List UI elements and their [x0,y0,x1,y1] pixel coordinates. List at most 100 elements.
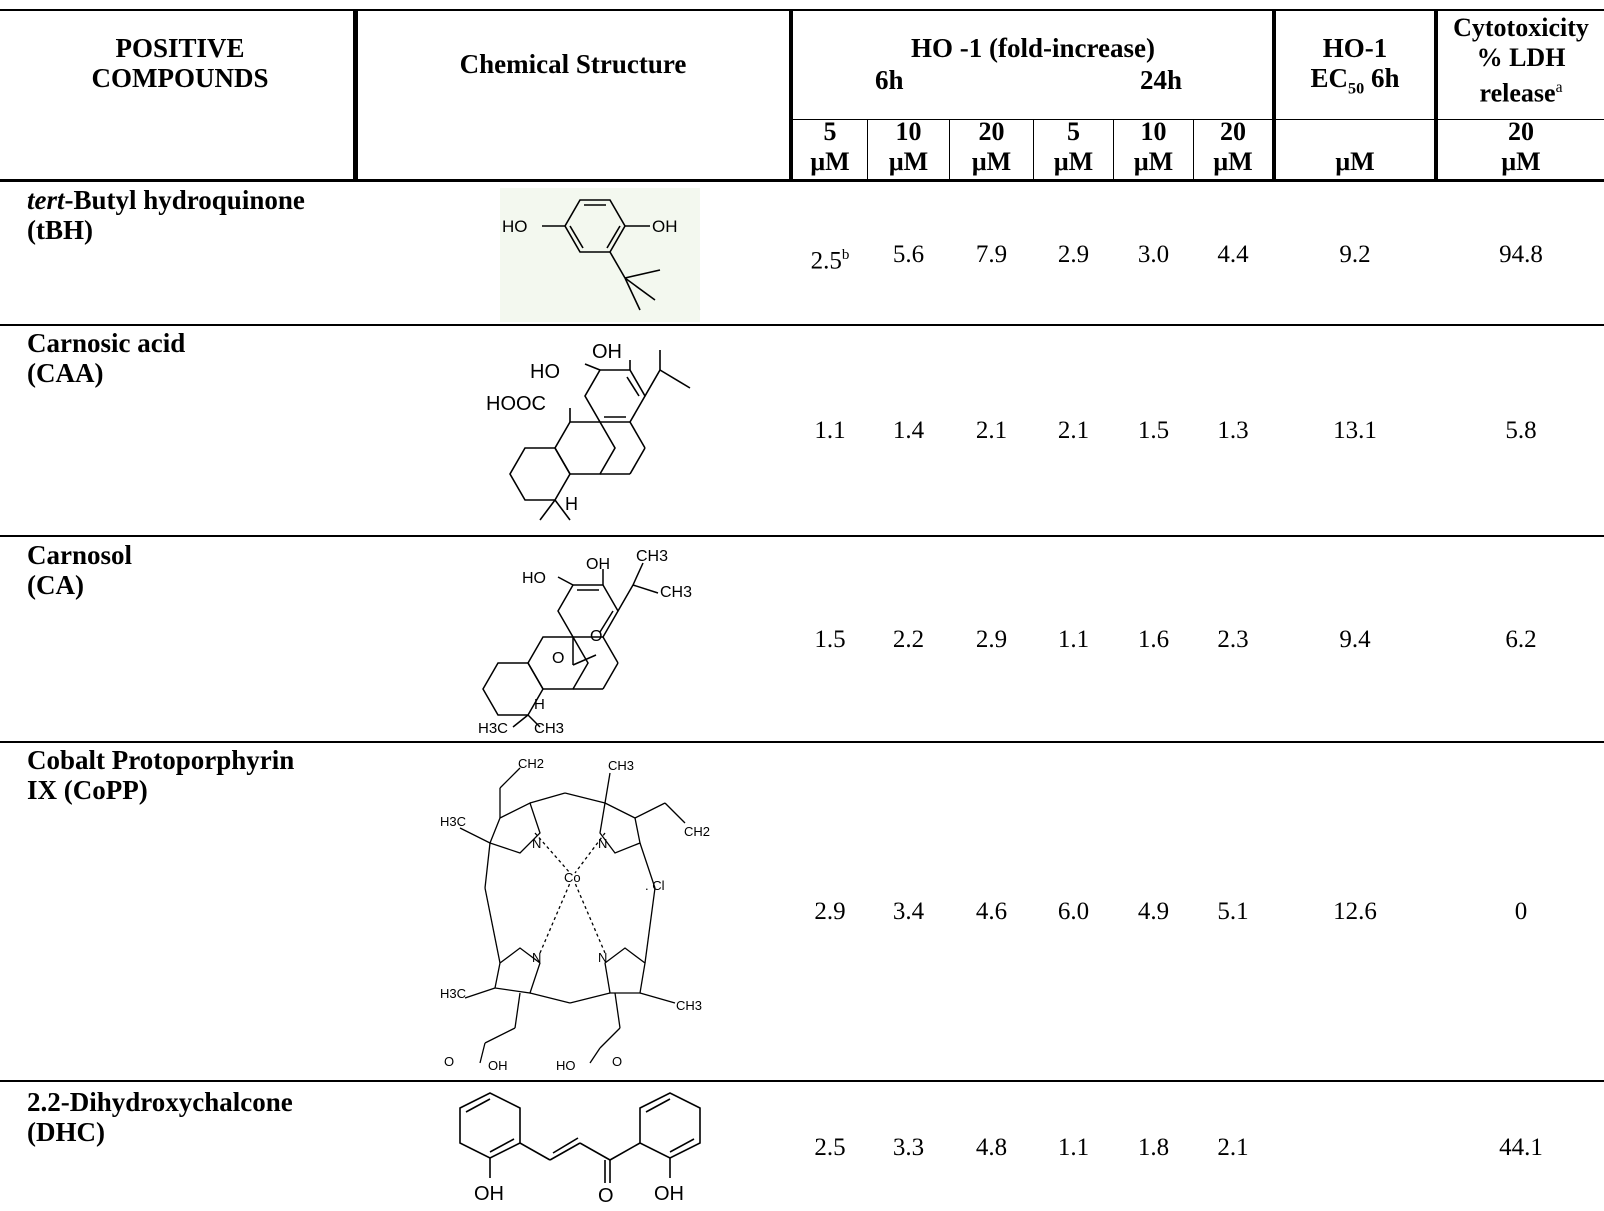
structure-caa: OH HO HOOC H [480,330,720,530]
value-ec50: 9.4 [1339,626,1371,653]
atom-label: . Cl [645,878,665,893]
header-compounds-line2: COMPOUNDS [91,63,269,93]
atom-label: H3C [478,720,508,737]
value-6h-10um: 5.6 [892,241,925,268]
conc-value: 20 [978,117,1005,146]
value-24h-5um: 2.9 [1057,241,1090,268]
atom-label: H [534,696,545,713]
atom-label: O [590,628,602,645]
value-24h-5um: 1.1 [1057,626,1090,653]
value-6h-10um: 3.3 [892,1134,925,1161]
structure-tbh: HO OH [500,188,700,322]
rule-row3 [0,741,1604,743]
value-24h-10um: 1.6 [1137,626,1170,653]
conc-unit: μM [1133,147,1174,176]
ec50-unit: μM [1335,147,1375,176]
header-ec50-line1: HO-1 [1322,33,1388,63]
value-6h-5um: 1.1 [814,417,846,444]
conc-value: 10 [895,117,922,146]
rule-row2 [0,535,1604,537]
compound-name-line2: (DHC) [27,1117,105,1147]
value-6h-20um: 7.9 [975,241,1008,268]
atom-label: CH3 [636,548,668,565]
compound-name-copp: Cobalt Protoporphyrin IX (CoPP) [27,745,294,805]
atom-label: O [612,1054,622,1069]
value-24h-5um: 1.1 [1057,1134,1090,1161]
compound-name-rest: -Butyl hydroquinone [64,185,305,215]
conc-col-3: 20 μM [950,117,1033,177]
atom-label: H3C [440,986,466,1001]
divider-4 [1434,10,1438,182]
value-ec50: 12.6 [1333,898,1377,925]
compound-name-line1: 2.2-Dihydroxychalcone [27,1087,293,1117]
rule-row4 [0,1080,1604,1082]
atom-label: N [598,950,607,965]
conc-unit: μM [971,147,1012,176]
divider-sub-1 [867,120,868,180]
conc-col-4: 5 μM [1034,117,1113,177]
compound-name-line1: Carnosol [27,540,133,570]
value-6h-20um: 2.1 [975,417,1008,444]
compound-name-dhc: 2.2-Dihydroxychalcone (DHC) [27,1087,293,1147]
value-6h-10um: 3.4 [892,898,925,925]
value-24h-10um: 4.9 [1137,898,1170,925]
compound-name-line2: (CAA) [27,358,104,388]
value-text: 2.5 [810,247,842,275]
compound-name-line2: IX (CoPP) [27,775,148,805]
value-cyto: 6.2 [1505,626,1537,653]
value-cyto: 44.1 [1499,1134,1543,1161]
atom-label: HOOC [486,393,546,415]
compound-name-line1: Carnosic acid [27,328,186,358]
conc-col-2: 10 μM [868,117,949,177]
atom-label: N [598,836,607,851]
compound-name-caa: Carnosic acid (CAA) [27,328,185,388]
value-24h-10um: 1.8 [1137,1134,1170,1161]
header-time-24h: 24h [1140,65,1183,95]
structure-dhc: OH O OH [440,1088,710,1207]
cyto-conc: 20 μM [1438,117,1604,177]
atom-label: HO [502,217,528,236]
value-6h-10um: 1.4 [892,417,925,444]
rule-row1 [0,324,1604,326]
compound-name-tbh: tert-Butyl hydroquinone (tBH) [27,185,305,245]
header-structure: Chemical Structure [459,49,687,79]
atom-label: O [444,1054,454,1069]
atom-label: HO [530,361,560,383]
header-ec50-line2: EC50 6h [1276,63,1434,103]
value-6h-5um: 2.5b [793,240,867,276]
divider-sub-5 [1193,120,1194,180]
conc-unit: μM [810,147,850,176]
value-24h-20um: 4.4 [1217,241,1249,268]
header-cyto-line1: Cytotoxicity [1453,13,1589,42]
atom-label: CH3 [608,758,634,773]
conc-unit: μM [1053,147,1094,176]
value-24h-20um: 1.3 [1217,417,1249,444]
atom-label: N [532,836,541,851]
divider-1 [353,10,358,182]
value-24h-20um: 5.1 [1217,898,1249,925]
value-cyto: 5.8 [1505,417,1537,444]
compound-name-line2: (tBH) [27,215,93,245]
value-ec50: 13.1 [1333,417,1377,444]
divider-sub-2 [949,120,950,180]
structure-dhc-drawing: OH O OH [459,1092,701,1207]
conc-col-5: 10 μM [1114,117,1193,177]
header-cyto: Cytotoxicity % LDH releasea [1438,13,1604,109]
value-6h-5um: 2.5 [814,1134,846,1161]
value-24h-5um: 6.0 [1057,898,1090,925]
atom-label: OH [652,217,678,236]
conc-value: 10 [1140,117,1167,146]
atom-label: O [552,650,564,667]
structure-ca: OH CH3 HO CH3 O O H H3C CH3 [478,545,718,737]
value-ec50: 9.2 [1339,241,1371,268]
atom-label: OH [654,1183,684,1205]
conc-value: 5 [1067,117,1080,146]
header-ec50-prefix: EC [1310,63,1349,93]
rule-header-bottom [0,179,1604,182]
header-cyto-release: release [1479,78,1556,108]
atom-label: HO [556,1058,576,1073]
value-6h-5um: 1.5 [814,626,846,653]
value-24h-20um: 2.1 [1217,1134,1249,1161]
value-24h-10um: 1.5 [1137,417,1170,444]
value-cyto: 0 [1514,898,1528,925]
